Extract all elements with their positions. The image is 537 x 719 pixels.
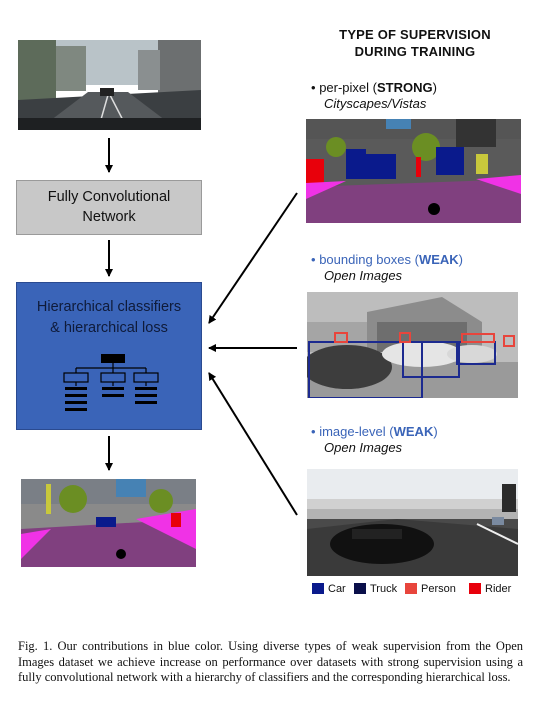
supervision-type: image-level ( xyxy=(319,424,394,439)
arrow-image-to-hier xyxy=(208,372,298,516)
bullet: • xyxy=(311,80,316,95)
supervision-suffix: ) xyxy=(432,80,437,95)
legend: Car Truck Person Rider xyxy=(312,583,532,597)
supervision-strength: STRONG xyxy=(376,80,433,95)
dataset-name: Open Images xyxy=(324,440,403,455)
supervision-strength: WEAK xyxy=(418,252,459,267)
supervision-type: per-pixel ( xyxy=(319,80,377,95)
hier-label-line1: Hierarchical classifiers xyxy=(36,299,182,315)
supervision-bbox: • bounding boxes (WEAK) Open Images xyxy=(311,252,531,284)
dataset-name: Open Images xyxy=(324,268,403,283)
input-street-photo xyxy=(18,40,201,130)
supervision-type: bounding boxes ( xyxy=(319,252,419,267)
dataset-name: Cityscapes/Vistas xyxy=(324,96,427,111)
supervision-strength: WEAK xyxy=(393,424,434,439)
supervision-heading: TYPE OF SUPERVISION DURING TRAINING xyxy=(305,26,525,60)
fcn-label-line2: Network xyxy=(82,209,136,225)
legend-item-car: Car xyxy=(312,583,346,595)
legend-item-truck: Truck xyxy=(354,583,397,595)
classifier-hierarchy-icon xyxy=(63,354,159,411)
fcn-box: Fully Convolutional Network xyxy=(16,180,202,235)
pipeline-diagram xyxy=(105,138,298,516)
hierarchical-box: Hierarchical classifiers & hierarchical … xyxy=(16,282,202,430)
legend-swatch-truck xyxy=(354,583,366,594)
legend-item-rider: Rider xyxy=(469,583,511,595)
heading-line1: TYPE OF SUPERVISION xyxy=(339,27,491,42)
supervision-strong: • per-pixel (STRONG) Cityscapes/Vistas xyxy=(311,80,531,112)
legend-label: Truck xyxy=(370,583,398,595)
legend-label: Rider xyxy=(485,583,512,595)
image-level-supervision-image xyxy=(307,469,518,576)
legend-swatch-rider xyxy=(469,583,481,594)
hier-label-line2: & hierarchical loss xyxy=(50,320,168,336)
heading-line2: DURING TRAINING xyxy=(354,44,476,59)
bullet: • xyxy=(311,424,316,439)
fcn-label-line1: Fully Convolutional xyxy=(47,189,171,205)
legend-swatch-person xyxy=(405,583,417,594)
strong-supervision-image xyxy=(306,119,521,223)
legend-item-person: Person xyxy=(405,583,456,595)
legend-swatch-car xyxy=(312,583,324,594)
bullet: • xyxy=(311,252,316,267)
supervision-image-level: • image-level (WEAK) Open Images xyxy=(311,424,531,456)
supervision-suffix: ) xyxy=(458,252,463,267)
output-segmentation xyxy=(21,479,196,567)
legend-label: Person xyxy=(421,583,456,595)
supervision-suffix: ) xyxy=(433,424,438,439)
bbox-supervision-image xyxy=(307,292,518,398)
figure-caption: Fig. 1. Our contributions in blue color.… xyxy=(18,639,523,684)
legend-label: Car xyxy=(328,583,346,595)
arrow-strong-to-hier xyxy=(208,192,298,324)
